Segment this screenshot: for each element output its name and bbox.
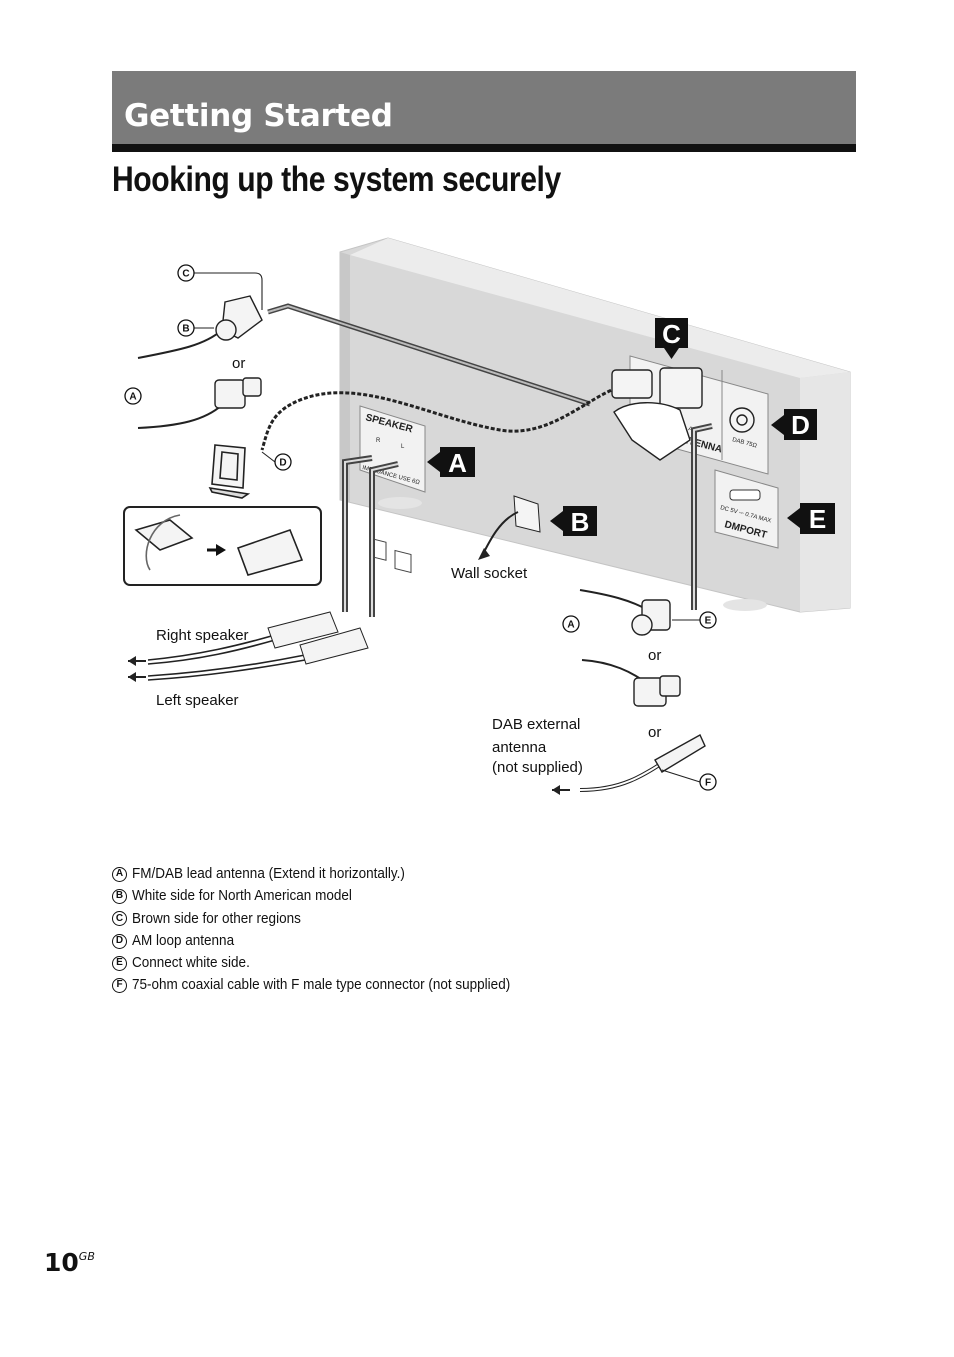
callout-b-label: B: [571, 507, 590, 537]
am-loop-antenna: [123, 444, 322, 586]
legend-item-e: E Connect white side.: [112, 952, 552, 974]
legend: A FM/DAB lead antenna (Extend it horizon…: [112, 863, 552, 997]
legend-marker-b: B: [112, 888, 127, 904]
callout-c: C: [655, 318, 688, 359]
speaker-leads: [342, 423, 713, 617]
wall-socket-plug: [478, 495, 541, 560]
antenna-cables: [137, 303, 692, 792]
legend-marker-d: D: [112, 933, 127, 949]
antenna-connectors: [214, 295, 755, 773]
right-speaker-label: Right speaker: [156, 627, 249, 644]
speaker-wires: [147, 634, 306, 681]
left-arrows: [128, 656, 570, 795]
marker-leaders: [194, 272, 701, 783]
callout-e: E: [787, 503, 835, 534]
marker-e-label: E: [705, 616, 712, 627]
marker-e: E: [699, 611, 717, 629]
marker-a-bottom: A: [562, 615, 580, 633]
legend-text-d: AM loop antenna: [132, 931, 235, 949]
legend-marker-f: F: [112, 978, 127, 994]
unit-rear-panel: [339, 237, 851, 613]
legend-item-a: A FM/DAB lead antenna (Extend it horizon…: [112, 863, 552, 885]
callout-d: D: [771, 409, 817, 440]
callout-c-label: C: [662, 319, 681, 349]
legend-item-c: C Brown side for other regions: [112, 908, 552, 930]
marker-a-top: A: [124, 387, 142, 405]
legend-item-f: F 75-ohm coaxial cable with F male type …: [112, 974, 552, 996]
or-label-top: or: [232, 355, 245, 372]
callout-e-label: E: [809, 504, 826, 534]
callout-a-label: A: [448, 448, 467, 478]
page-heading: Hooking up the system securely: [112, 160, 561, 199]
marker-c: C: [177, 264, 195, 282]
panel-r-label: R: [376, 438, 381, 444]
speaker-plugs: [267, 611, 369, 665]
legend-text-a: FM/DAB lead antenna (Extend it horizonta…: [132, 865, 405, 882]
section-band: [112, 71, 856, 144]
marker-c-label: C: [182, 269, 189, 280]
inset-arrowhead: [216, 544, 226, 556]
marker-b-label: B: [182, 324, 189, 335]
legend-marker-c: C: [112, 911, 127, 927]
callout-b: B: [550, 506, 597, 537]
legend-text-c: Brown side for other regions: [132, 909, 301, 927]
legend-text-b: White side for North American model: [132, 887, 352, 905]
callout-d-label: D: [791, 410, 810, 440]
dab-label-line2: antenna: [492, 739, 547, 756]
page-number-value: 10: [44, 1248, 79, 1277]
legend-item-b: B White side for North American model: [112, 885, 552, 907]
dab-label-line1: DAB external: [492, 716, 580, 733]
section-rule: [112, 144, 856, 152]
legend-marker-a: A: [112, 866, 127, 882]
marker-a-bottom-label: A: [567, 620, 574, 631]
marker-f-label: F: [705, 778, 711, 789]
wall-socket-label: Wall socket: [451, 565, 528, 582]
or-label-bottom: or: [648, 724, 661, 741]
marker-a-top-label: A: [129, 392, 136, 403]
legend-item-d: D AM loop antenna: [112, 930, 552, 952]
dab-label-line3: (not supplied): [492, 759, 583, 776]
marker-d-label: D: [279, 458, 286, 469]
legend-marker-e: E: [112, 955, 127, 971]
marker-f: F: [699, 773, 717, 791]
marker-d: D: [274, 453, 292, 471]
marker-b: B: [177, 319, 195, 337]
left-speaker-label: Left speaker: [156, 692, 239, 709]
page-number: 10GB: [44, 1248, 95, 1277]
panel-l-label: L: [401, 444, 405, 450]
callout-a: A: [427, 447, 475, 478]
page-number-suffix: GB: [78, 1250, 95, 1263]
legend-text-f: 75-ohm coaxial cable with F male type co…: [132, 976, 511, 994]
legend-text-e: Connect white side.: [132, 954, 250, 972]
or-label-middle: or: [648, 647, 661, 664]
section-title: Getting Started: [124, 98, 393, 134]
